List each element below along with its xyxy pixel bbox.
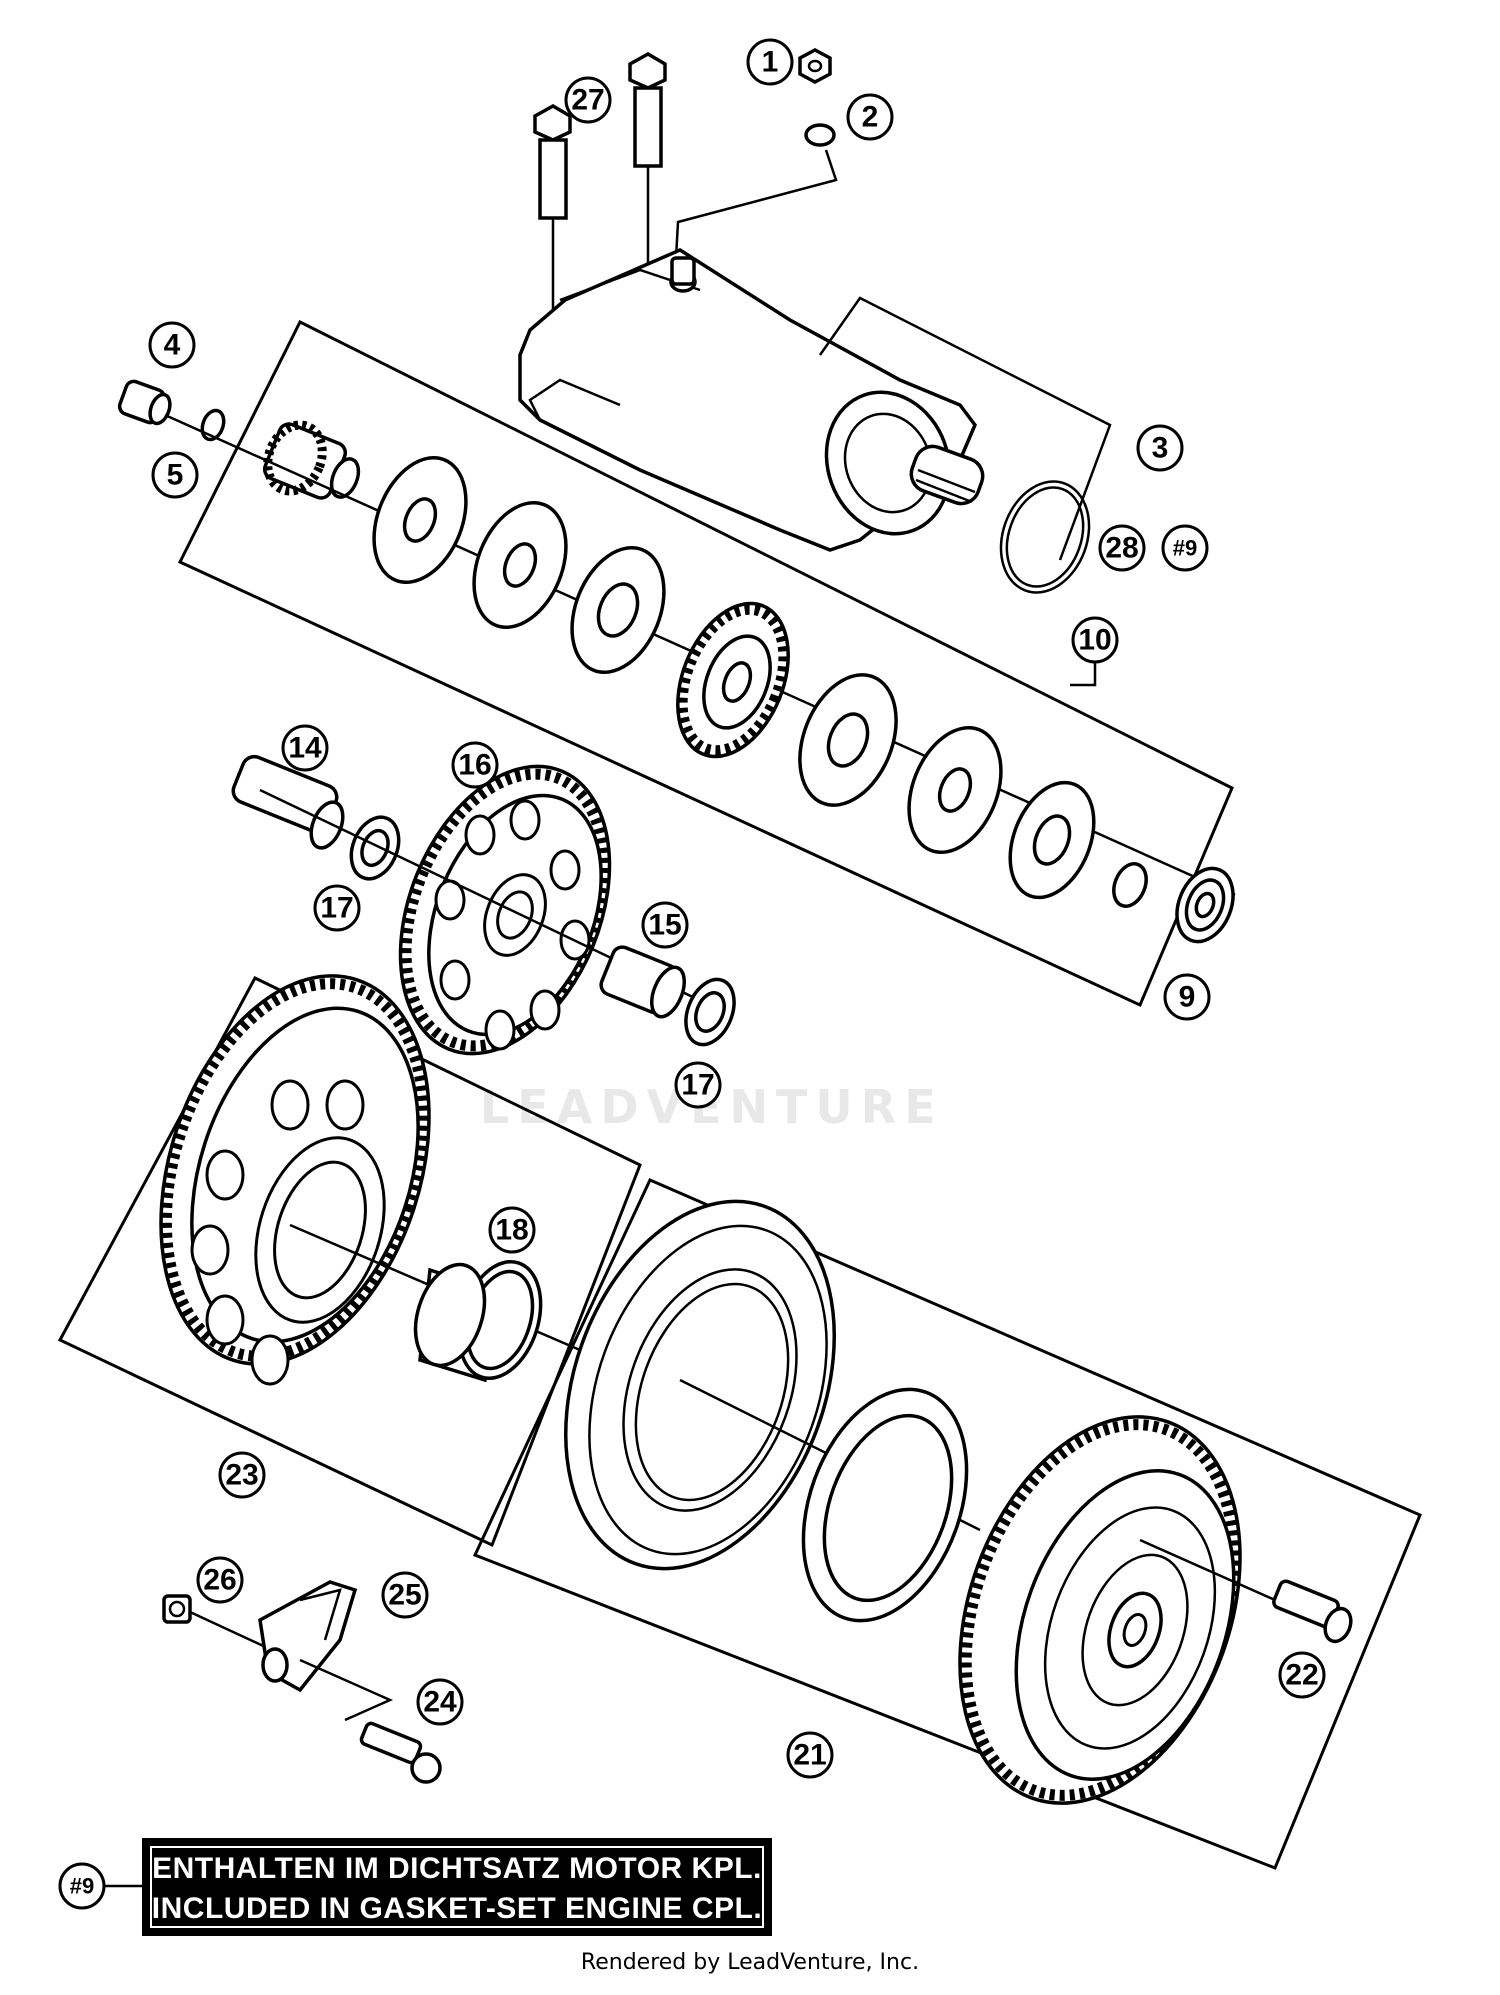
callout-label: 3 — [1152, 432, 1169, 465]
callout-4[interactable]: 4 — [148, 321, 196, 369]
disc-4 — [798, 673, 898, 807]
disc-2 — [472, 500, 568, 630]
o-ring-28 — [999, 480, 1091, 594]
gear-16 — [398, 764, 612, 1056]
callout-label: 14 — [288, 732, 322, 765]
disc-3 — [570, 545, 666, 675]
callout-label: 23 — [225, 1459, 258, 1492]
washer-17-lower — [684, 977, 736, 1047]
callout-label: 17 — [681, 1069, 714, 1102]
screw-24 — [359, 1721, 442, 1784]
sleeve-14 — [231, 754, 345, 850]
callout-label: 16 — [458, 749, 491, 782]
callout-25[interactable]: 25 — [381, 1571, 429, 1619]
callout-5[interactable]: 5 — [151, 451, 199, 499]
callout-hash9-note[interactable]: #9 — [58, 1862, 106, 1910]
callout-21[interactable]: 21 — [786, 1731, 834, 1779]
callout-2[interactable]: 2 — [846, 93, 894, 141]
note-line-english: INCLUDED IN GASKET-SET ENGINE CPL. — [151, 1892, 763, 1925]
callout-label: 9 — [1179, 981, 1196, 1014]
callout-label: 26 — [203, 1564, 236, 1597]
callout-label: 2 — [862, 101, 879, 134]
bearing-9 — [1175, 866, 1235, 944]
callout-hash9-top[interactable]: #9 — [1161, 524, 1209, 572]
callout-16[interactable]: 16 — [451, 741, 499, 789]
bushing-15 — [599, 945, 686, 1019]
callout-3[interactable]: 3 — [1136, 424, 1184, 472]
callout-label: 25 — [388, 1579, 421, 1612]
callout-label: 24 — [423, 1686, 457, 1719]
assembly-box-21 — [472, 1178, 1422, 1870]
note-line-german: ENTHALTEN IM DICHTSATZ MOTOR KPL. — [152, 1852, 762, 1885]
washer-2 — [804, 123, 836, 147]
assembly-box-23 — [57, 976, 642, 1548]
callout-label: 21 — [793, 1739, 826, 1772]
starter-motor-3 — [518, 248, 985, 552]
disc-6 — [1008, 780, 1096, 900]
callout-1[interactable]: 1 — [746, 38, 794, 86]
callout-label: 5 — [167, 459, 184, 492]
callout-27[interactable]: 27 — [564, 76, 612, 124]
callout-15[interactable]: 15 — [641, 901, 689, 949]
callout-22[interactable]: 22 — [1278, 1651, 1326, 1699]
flywheel-ring — [564, 1199, 836, 1571]
callout-label: 1 — [762, 46, 779, 79]
callout-10[interactable]: 10 — [1071, 616, 1119, 664]
circlip — [1112, 862, 1148, 908]
bearing-18 — [413, 1259, 543, 1383]
disc-1 — [372, 455, 468, 585]
callout-17-lower[interactable]: 17 — [674, 1061, 722, 1109]
callout-18[interactable]: 18 — [488, 1206, 536, 1254]
bolt-22 — [1272, 1579, 1353, 1644]
disc-5 — [907, 725, 1003, 855]
callout-14[interactable]: 14 — [281, 724, 329, 772]
callout-label: 27 — [571, 84, 604, 117]
callout-label: 17 — [320, 892, 353, 925]
callout-26[interactable]: 26 — [196, 1556, 244, 1604]
gear-23 — [159, 974, 431, 1386]
pinion-gear — [262, 420, 361, 500]
callout-28[interactable]: 28 — [1098, 524, 1146, 572]
note-inner-border — [150, 1846, 764, 1928]
nut-1 — [798, 48, 832, 84]
assembly-box-10 — [177, 319, 1234, 1008]
rotor-21 — [958, 1415, 1242, 1805]
callout-23[interactable]: 23 — [218, 1451, 266, 1499]
gasket-set-note: ENTHALTEN IM DICHTSATZ MOTOR KPL. INCLUD… — [142, 1838, 772, 1936]
callout-label: 15 — [648, 909, 681, 942]
callout-label: 4 — [164, 329, 181, 362]
callout-label: 22 — [1285, 1659, 1318, 1692]
lock-lever-25 — [258, 1580, 358, 1693]
bushing-4 — [117, 379, 172, 426]
freewheel-ring — [801, 1387, 969, 1623]
washer-17-upper — [349, 815, 401, 881]
intermediate-gear — [676, 601, 790, 759]
render-credit: Rendered by LeadVenture, Inc. — [580, 1950, 920, 1975]
bolt-27-right — [628, 51, 667, 270]
callout-label: 10 — [1078, 624, 1111, 657]
callout-24[interactable]: 24 — [416, 1678, 464, 1726]
washer-5 — [200, 408, 226, 442]
callout-label: 28 — [1105, 532, 1138, 565]
callout-label: #9 — [1173, 536, 1197, 561]
callout-9[interactable]: 9 — [1163, 973, 1211, 1021]
nut-26 — [162, 1594, 192, 1624]
callout-17-upper[interactable]: 17 — [313, 884, 361, 932]
callout-label: 18 — [495, 1214, 528, 1247]
callout-label: #9 — [70, 1874, 94, 1899]
